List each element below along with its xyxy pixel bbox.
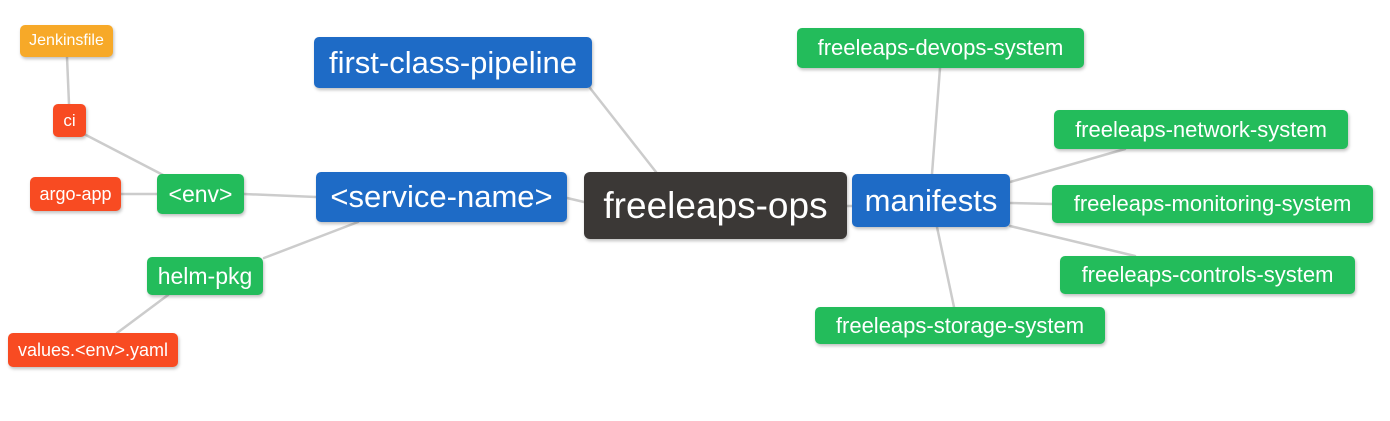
edge-env-to-service-name [242,192,318,199]
edge-helm-pkg-to-values-env-yaml [115,293,170,335]
node-devops-system[interactable]: freeleaps-devops-system [797,28,1084,68]
node-service-name[interactable]: <service-name> [316,172,567,222]
node-jenkinsfile[interactable]: Jenkinsfile [20,25,113,57]
edge-jenkinsfile-to-ci [65,55,71,106]
node-first-class-pipeline[interactable]: first-class-pipeline [314,37,592,88]
edge-manifests-to-storage-system [935,225,956,309]
node-controls-system[interactable]: freeleaps-controls-system [1060,256,1355,294]
node-ci[interactable]: ci [53,104,86,137]
node-values-env-yaml[interactable]: values.<env>.yaml [8,333,178,367]
node-argo-app[interactable]: argo-app [30,177,121,211]
node-network-system[interactable]: freeleaps-network-system [1054,110,1348,149]
edge-helm-pkg-to-service-name [262,220,360,260]
node-env[interactable]: <env> [157,174,244,214]
edge-manifests-to-network-system [1008,147,1127,184]
edge-service-name-to-freeleaps-ops [565,196,586,204]
edge-ci-to-env [82,132,167,178]
node-monitoring-system[interactable]: freeleaps-monitoring-system [1052,185,1373,223]
node-storage-system[interactable]: freeleaps-storage-system [815,307,1105,344]
edge-manifests-to-controls-system [1008,224,1137,258]
edge-first-class-pipeline-to-freeleaps-ops [588,86,658,174]
node-helm-pkg[interactable]: helm-pkg [147,257,263,295]
node-freeleaps-ops[interactable]: freeleaps-ops [584,172,847,239]
node-manifests[interactable]: manifests [852,174,1010,227]
edge-manifests-to-devops-system [930,66,942,176]
edge-manifests-to-monitoring-system [1008,201,1054,206]
